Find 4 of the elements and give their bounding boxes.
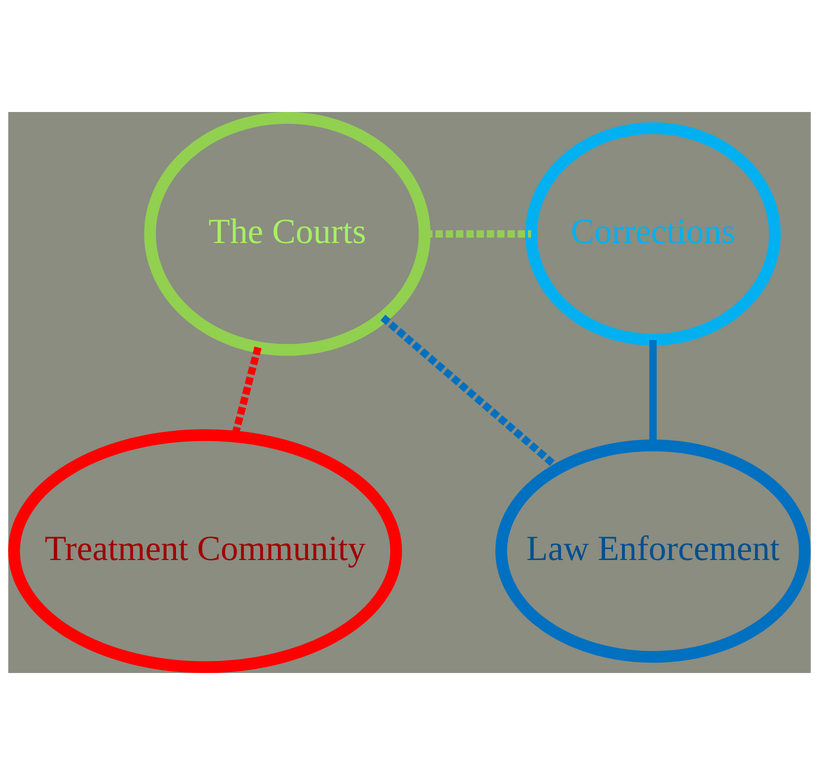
node-ellipse: The Courts [144,112,431,356]
node-ellipse: Treatment Community [8,428,402,672]
node-ellipse: Corrections [525,122,781,345]
node-ellipse: Law Enforcement [495,439,811,662]
